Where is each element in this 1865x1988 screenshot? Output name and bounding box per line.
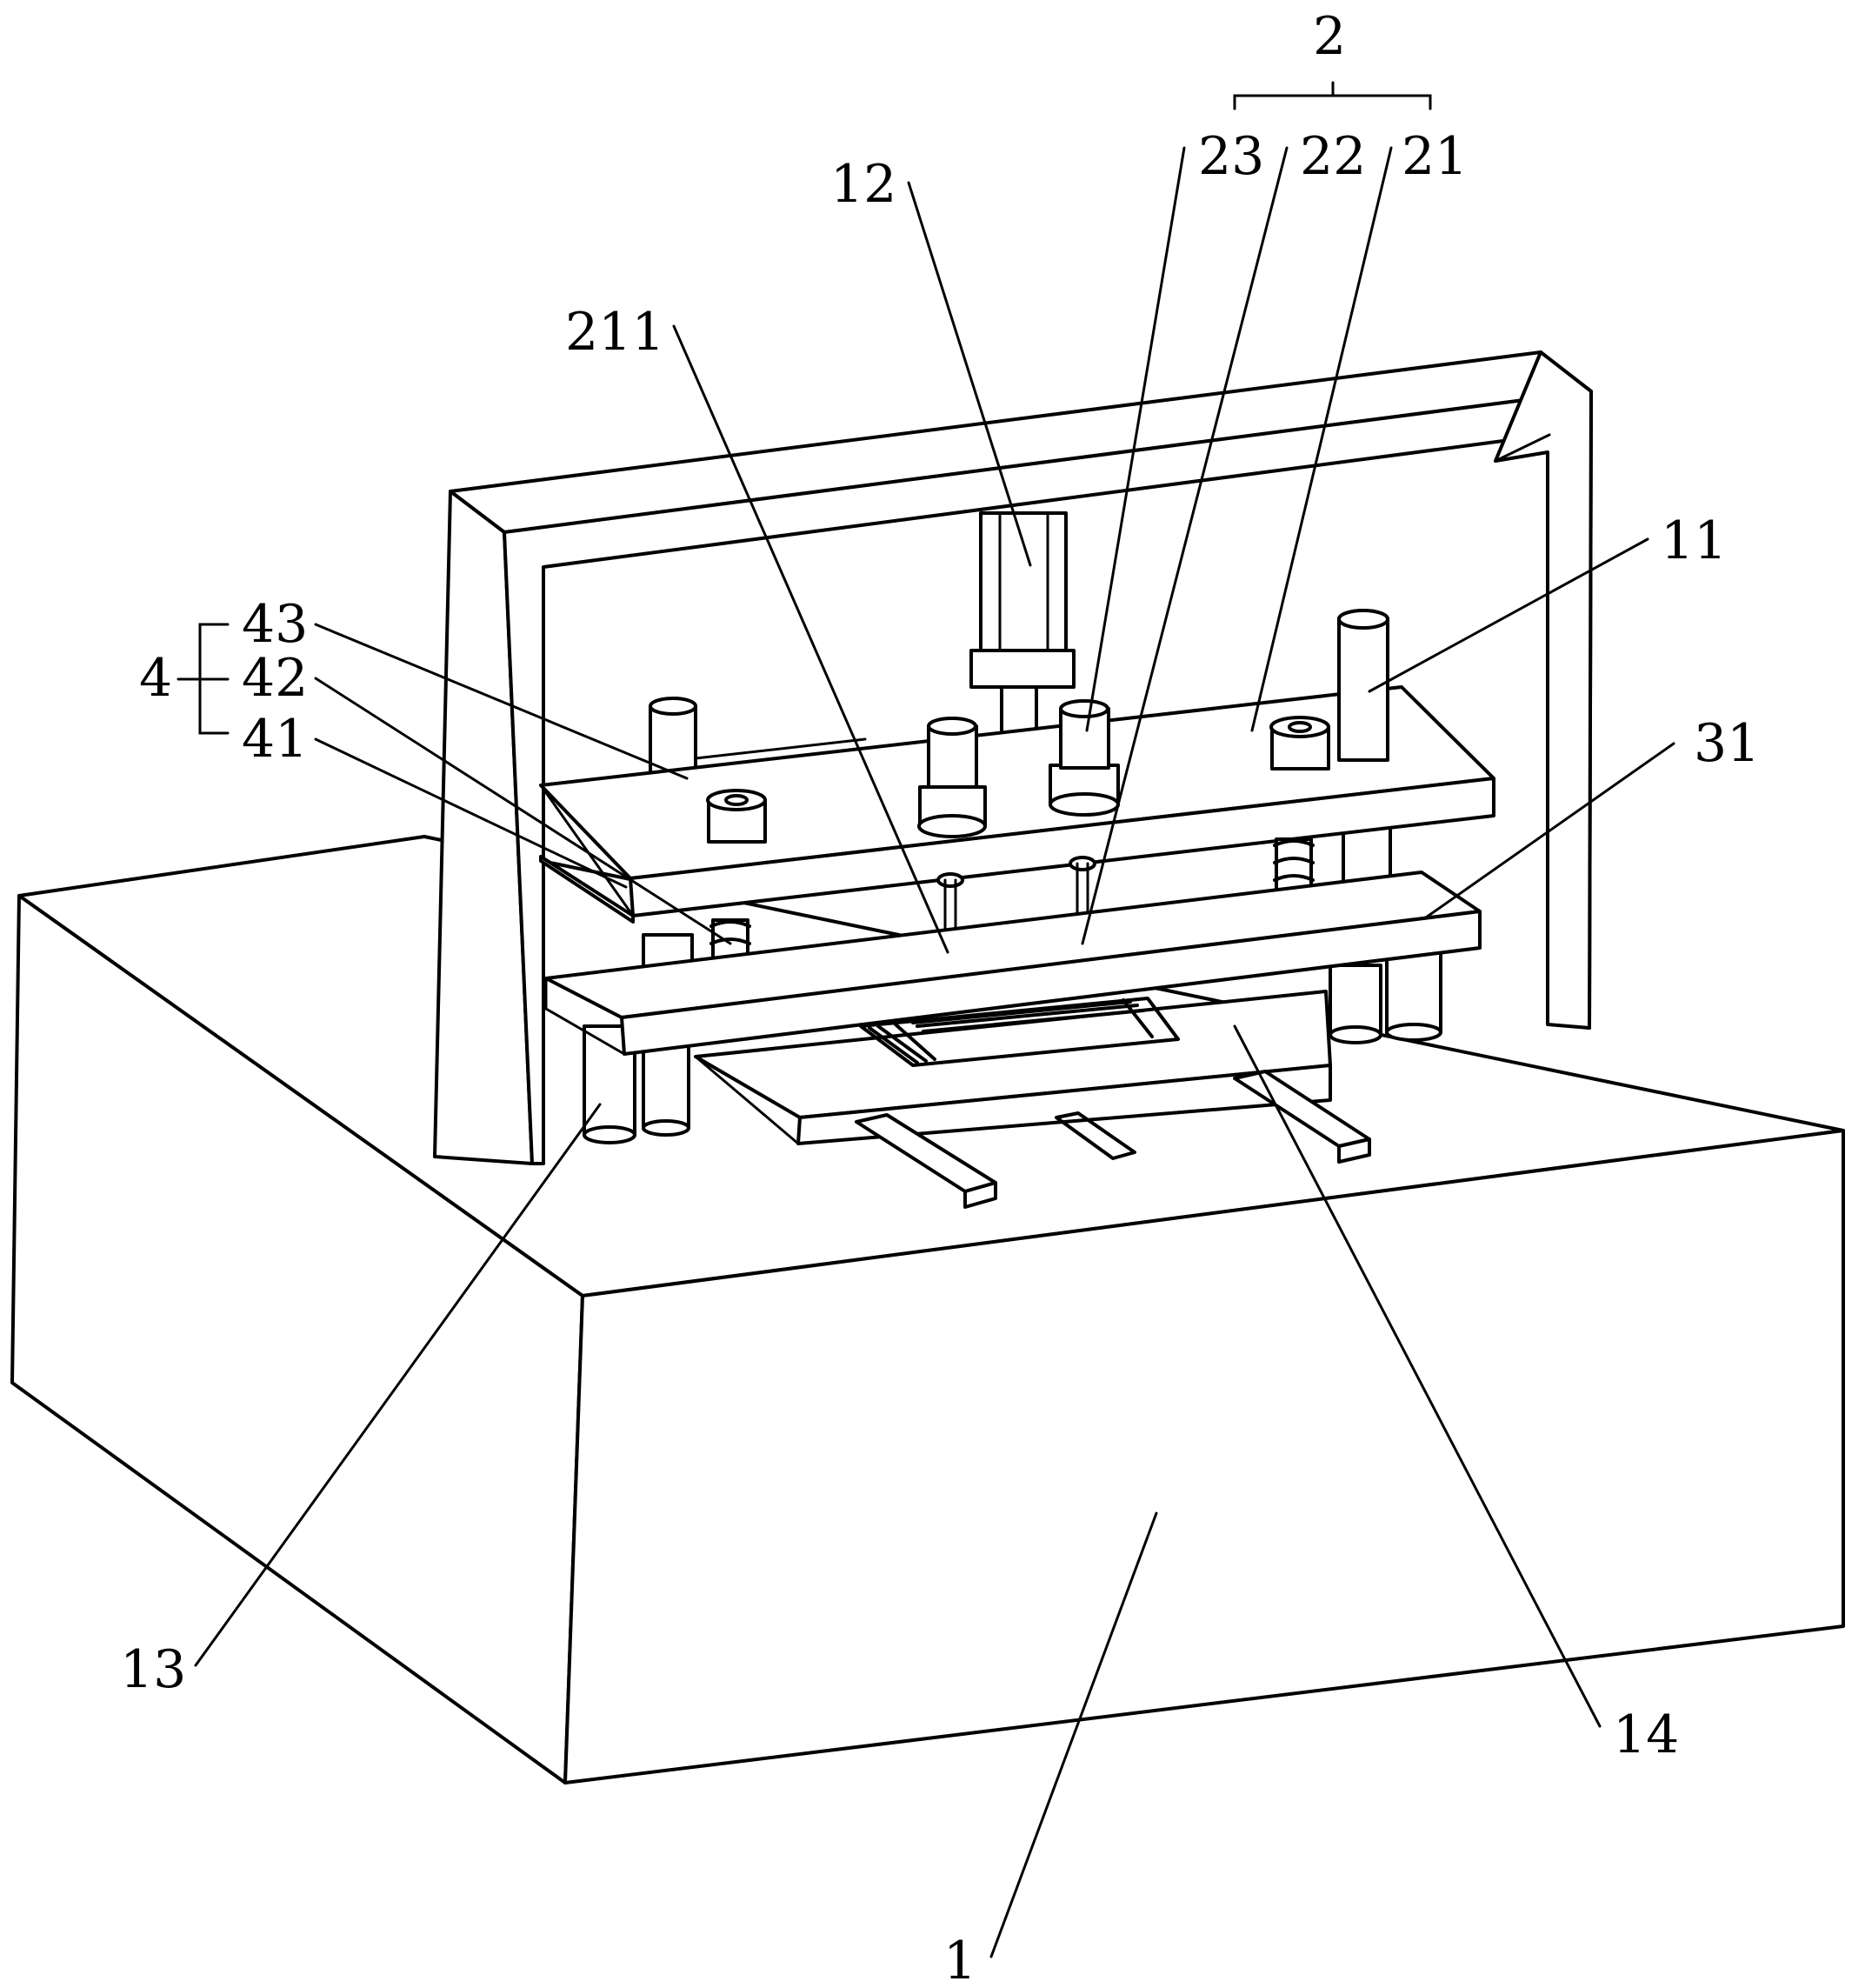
- label-2: 2: [1313, 6, 1346, 67]
- label-31: 31: [1694, 713, 1760, 774]
- label-21: 21: [1402, 126, 1468, 187]
- label-23: 23: [1198, 126, 1264, 187]
- label-42: 42: [242, 648, 308, 709]
- lower-die: [694, 990, 1332, 1145]
- label-13: 13: [120, 1639, 186, 1700]
- leader-lines: [194, 146, 1675, 1958]
- label-1: 1: [943, 1931, 976, 1988]
- upper-plate: [539, 685, 1495, 917]
- label-12: 12: [830, 154, 896, 215]
- label-4: 4: [139, 648, 172, 709]
- labels: 2 23 22 21 12 211 11 43 4 42 41 31 13 14…: [120, 6, 1760, 1988]
- label-22: 22: [1300, 126, 1366, 187]
- portal-frame: [433, 350, 1593, 1165]
- brackets: [177, 81, 1432, 735]
- label-14: 14: [1613, 1704, 1679, 1765]
- label-211: 211: [565, 302, 665, 363]
- label-41: 41: [242, 709, 308, 770]
- label-43: 43: [242, 594, 308, 655]
- label-11: 11: [1661, 510, 1727, 571]
- stripper-plate: [544, 871, 1482, 1056]
- upper-plate-parts: [706, 609, 1389, 844]
